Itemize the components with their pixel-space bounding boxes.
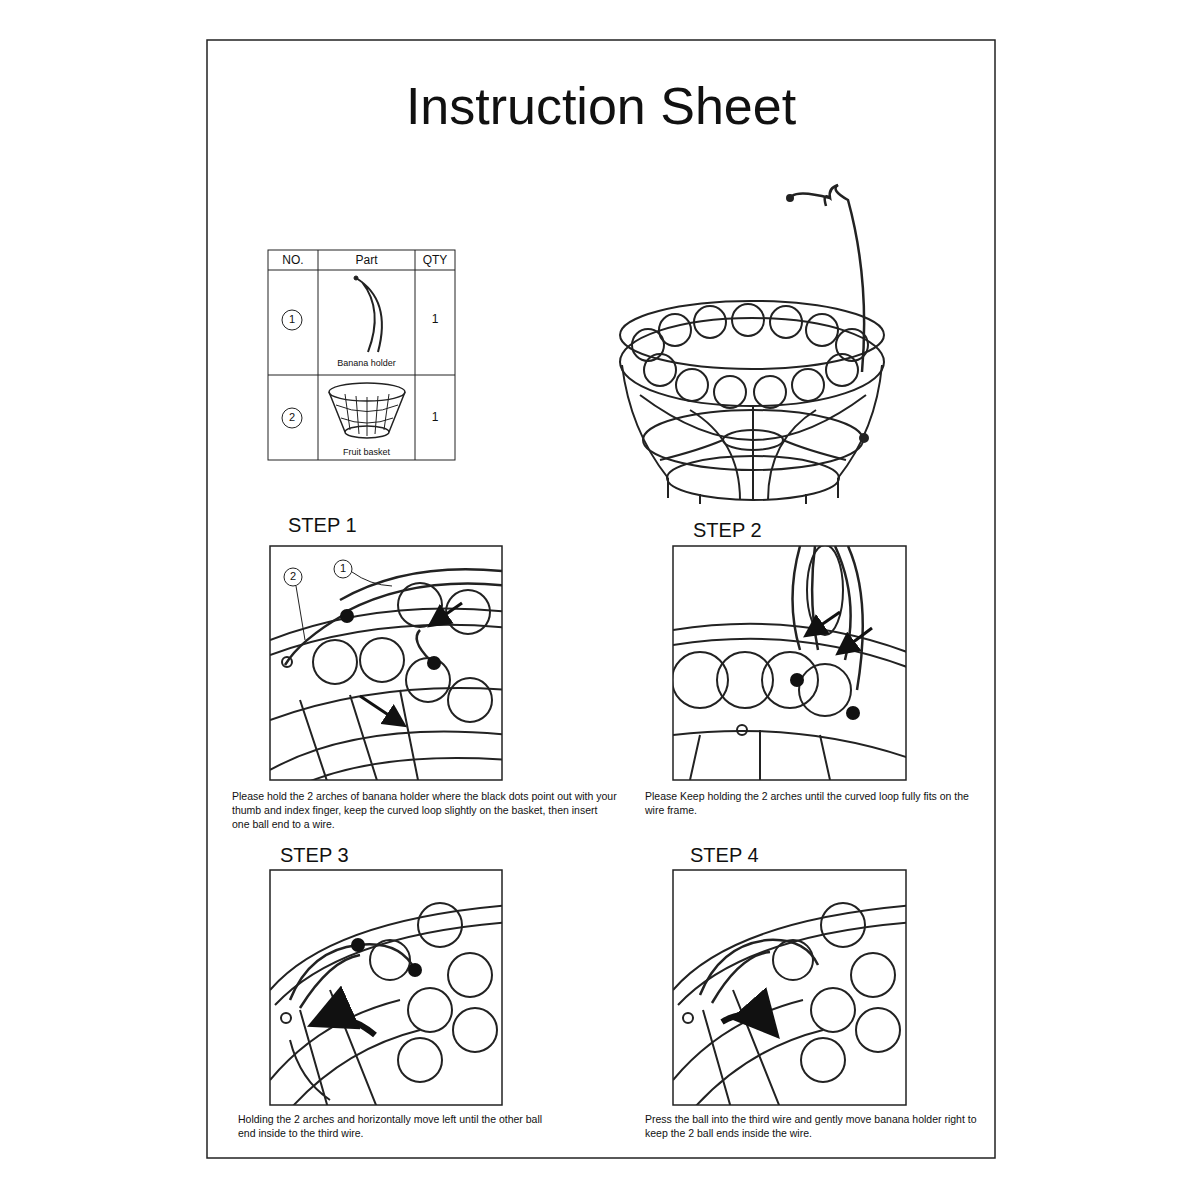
callout-number: 2 (285, 570, 301, 583)
callout-number: 1 (335, 562, 351, 575)
callout-number: 1 (282, 313, 302, 326)
sheet-title: Instruction Sheet (207, 78, 995, 135)
callout-number: 2 (282, 411, 302, 424)
table-header: NO. (268, 253, 318, 267)
step-caption: Please Keep holding the 2 arches until t… (645, 789, 975, 817)
step-heading: STEP 1 (288, 513, 408, 537)
table-header: Part (318, 253, 415, 267)
step-heading: STEP 4 (690, 843, 810, 867)
step-heading: STEP 2 (693, 518, 813, 542)
step-caption: Holding the 2 arches and horizontally mo… (238, 1112, 558, 1140)
step-caption: Press the ball into the third wire and g… (645, 1112, 990, 1140)
quantity: 1 (415, 410, 455, 424)
part-name: Banana holder (318, 358, 415, 369)
part-name: Fruit basket (318, 447, 415, 458)
step-heading: STEP 3 (280, 843, 400, 867)
table-header: QTY (415, 253, 455, 267)
step-caption: Please hold the 2 arches of banana holde… (232, 789, 617, 832)
quantity: 1 (415, 312, 455, 326)
